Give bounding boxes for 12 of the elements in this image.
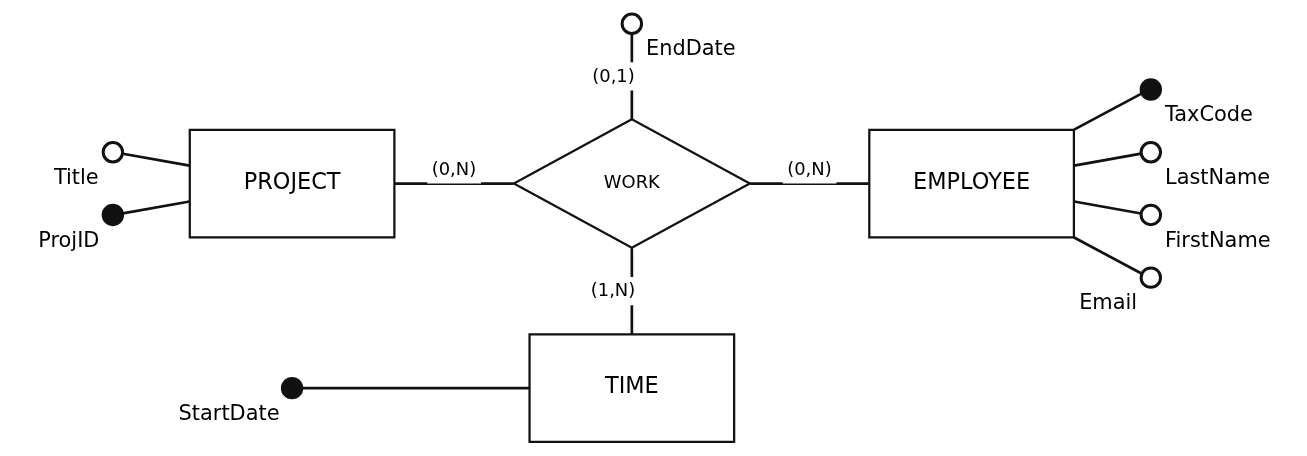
edge-label: (0,1) — [592, 64, 635, 86]
edge-label: (1,N) — [590, 279, 636, 301]
node-label: Email — [1079, 290, 1138, 315]
node-label: StartDate — [178, 400, 280, 425]
node-label: EndDate — [646, 36, 736, 61]
node-label: TaxCode — [1165, 102, 1253, 127]
node-label: ProjID — [38, 227, 100, 252]
node-label: FirstName — [1165, 227, 1271, 252]
node-label: LastName — [1165, 164, 1271, 189]
node-label: Title — [53, 164, 99, 189]
edge-label: (0,N) — [431, 157, 477, 179]
edge-label: (0,N) — [787, 157, 832, 179]
